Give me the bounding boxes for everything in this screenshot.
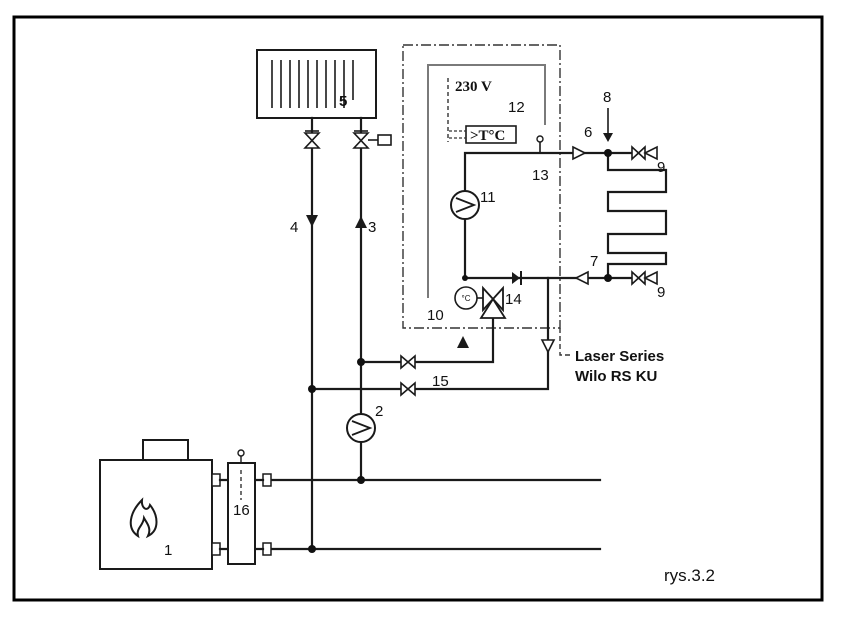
pipe-bypass-15 — [310, 276, 550, 391]
temperature-sensor — [536, 135, 544, 153]
label-10: 10 — [427, 307, 444, 324]
flow-arrow-supply — [355, 216, 367, 228]
voltage-label: 230 V — [455, 79, 492, 95]
thermostat-label: >T°C — [470, 128, 505, 144]
figure-caption: rys.3.2 — [664, 566, 715, 585]
label-12: 12 — [508, 99, 525, 116]
warning-triangle — [457, 336, 469, 348]
floor-valve-top — [631, 145, 658, 161]
pipe-floor-right — [606, 151, 668, 280]
label-5: 5 — [339, 93, 347, 110]
label-16: 16 — [233, 502, 250, 519]
flow-arrow-6 — [572, 145, 587, 161]
flow-arrow-return — [306, 215, 318, 227]
flow-arrow-7 — [574, 270, 589, 286]
flame-icon — [129, 497, 158, 539]
floor-valve-bottom — [631, 270, 658, 286]
unit-enclosure — [402, 44, 561, 329]
product-line-2: Wilo RS KU — [575, 368, 657, 385]
label-6: 6 — [584, 124, 592, 141]
label-13: 13 — [532, 167, 549, 184]
radiator — [256, 49, 377, 119]
label-14: 14 — [505, 291, 522, 308]
direction-arrowhead-8 — [603, 133, 613, 142]
product-line-1: Laser Series — [575, 348, 664, 365]
boiler-pump — [346, 413, 376, 443]
unit-pump — [450, 190, 480, 220]
bypass-valve-lower — [400, 381, 416, 397]
radiator-valve-left — [303, 130, 321, 149]
label-7: 7 — [590, 253, 598, 270]
check-valve — [512, 271, 522, 285]
label-3: 3 — [368, 219, 376, 236]
hydraulic-separator — [227, 449, 256, 565]
label-11: 11 — [480, 189, 496, 206]
flow-arrow-bypass — [540, 339, 556, 354]
boiler — [99, 439, 213, 570]
actuator-label: °C — [462, 294, 471, 303]
thermostat-box — [465, 125, 517, 144]
product-leader — [559, 328, 570, 356]
inner-frame — [427, 64, 546, 298]
outer-frame — [12, 15, 824, 602]
label-9b: 9 — [657, 284, 665, 301]
label-1: 1 — [164, 542, 172, 559]
label-9a: 9 — [657, 159, 665, 176]
radiator-valve-right — [352, 130, 392, 149]
mixing-valve — [479, 285, 507, 319]
junction-dots — [308, 149, 612, 553]
pipe-unit-loop — [463, 151, 610, 280]
label-4: 4 — [290, 219, 298, 236]
thermostat-link — [449, 130, 466, 139]
bypass-valve-upper — [400, 354, 416, 370]
label-8: 8 — [603, 89, 611, 106]
label-15: 15 — [432, 373, 449, 390]
label-2: 2 — [375, 403, 383, 420]
